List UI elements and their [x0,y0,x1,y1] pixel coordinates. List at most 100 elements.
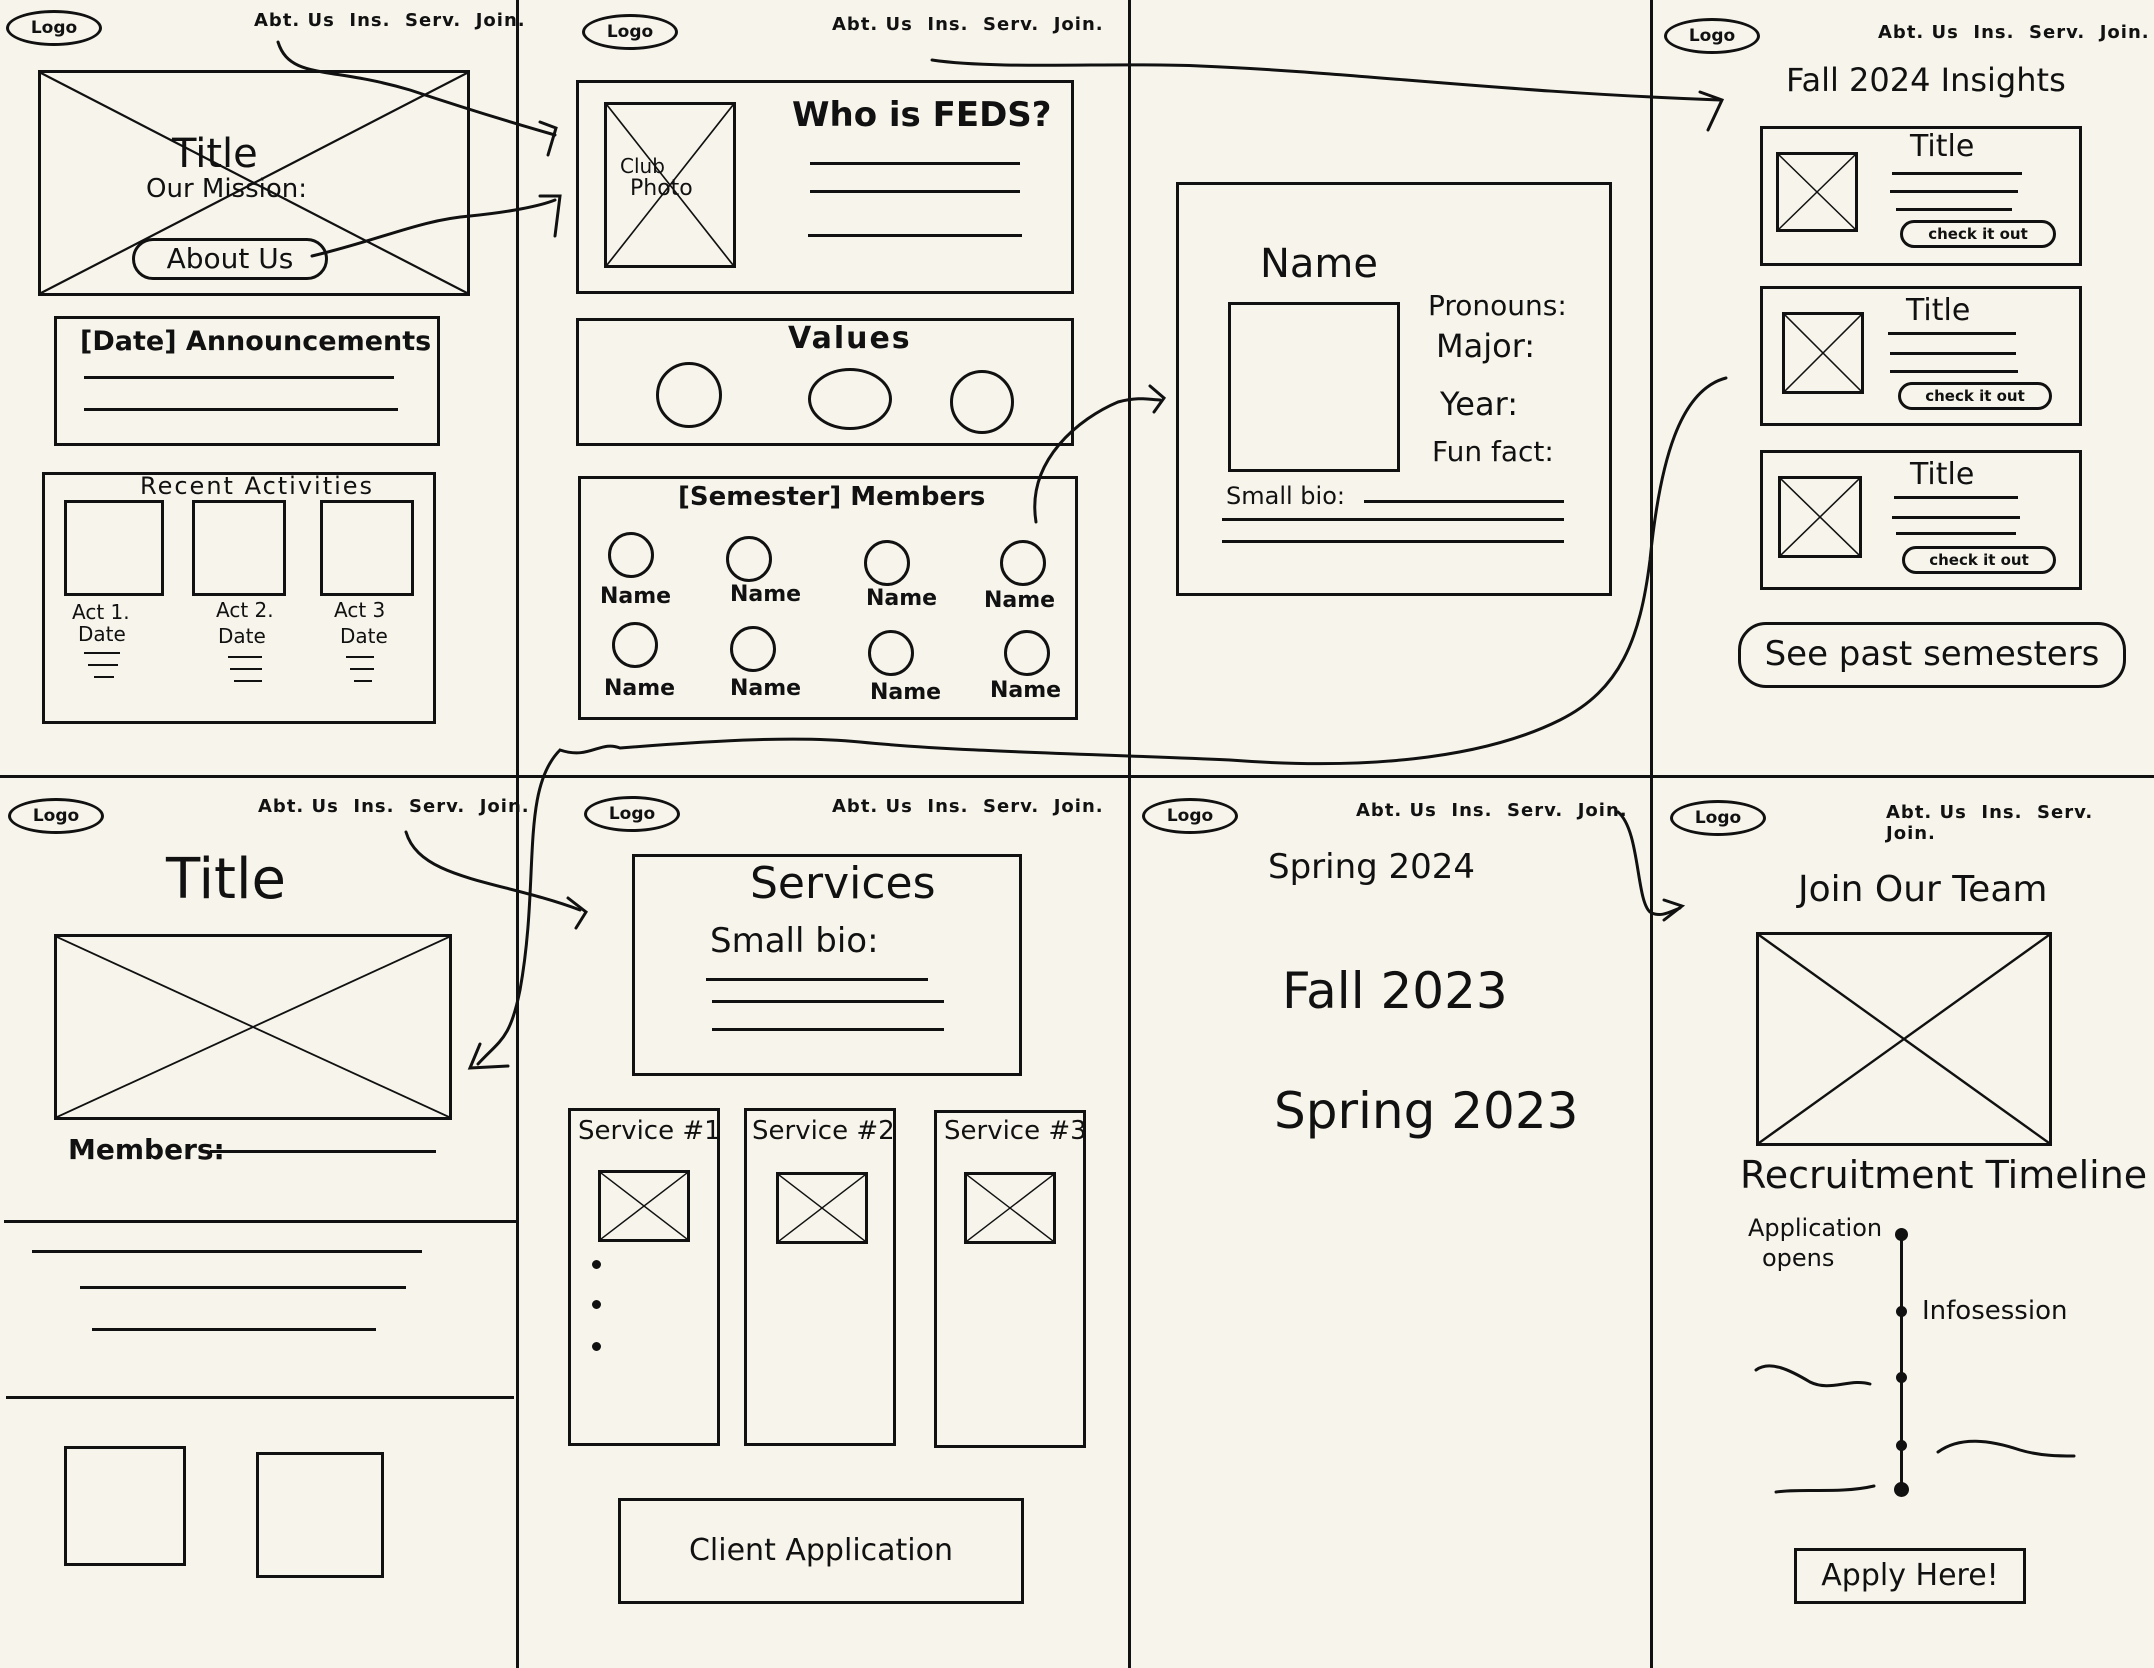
client-application-button[interactable]: Client Application [618,1498,1024,1604]
text-line [230,668,262,670]
nav-about-link[interactable]: Abt. Us [1886,802,1967,823]
placeholder-cross-icon [967,1175,1053,1241]
text-line [1894,496,2018,499]
nav-services-link[interactable]: Serv. [405,10,462,31]
text-line [346,656,374,658]
member-name: Name [600,584,672,609]
nav-insights-link[interactable]: Ins. [1973,22,2015,43]
nav-services-link[interactable]: Serv. [983,14,1040,35]
values-heading: Values [788,321,912,356]
nav-join-link[interactable]: Join. [475,10,526,31]
logo[interactable]: Logo [1142,798,1238,834]
nav-insights-link[interactable]: Ins. [353,796,395,817]
services-bio-label: Small bio: [710,921,879,961]
member-name: Name [730,676,802,701]
nav-services-link[interactable]: Serv. [983,796,1040,817]
logo[interactable]: Logo [8,798,104,834]
service-column-title: Service #3 [944,1116,1087,1146]
service-column-title: Service #1 [578,1116,721,1146]
insight-card [1760,450,2082,590]
grid-divider-vertical-3 [1650,0,1653,1668]
see-past-semesters-button[interactable]: See past semesters [1738,622,2126,688]
member-avatar[interactable] [730,626,776,672]
nav-about-link[interactable]: Abt. Us [832,14,913,35]
nav-about-link[interactable]: Abt. Us [254,10,335,31]
club-photo-placeholder [604,102,736,268]
text-line [810,190,1020,193]
member-avatar[interactable] [612,622,658,668]
logo[interactable]: Logo [1664,18,1760,54]
project-title: Title [166,847,287,912]
logo[interactable]: Logo [6,10,102,46]
member-name: Name [990,678,1062,703]
semester-link[interactable]: Fall 2023 [1282,962,1508,1020]
about-us-button[interactable]: About Us [132,238,328,280]
service-image [776,1172,868,1244]
service-column[interactable] [568,1108,720,1446]
text-line [1896,532,2016,535]
join-heading: Join Our Team [1798,869,2048,910]
placeholder-cross-icon [607,105,733,265]
nav-join-link[interactable]: Join. [2099,22,2150,43]
member-avatar[interactable] [726,536,772,582]
check-it-out-button[interactable]: check it out [1902,546,2056,574]
member-avatar[interactable] [864,540,910,586]
nav-insights-link[interactable]: Ins. [1981,802,2023,823]
service-column[interactable] [744,1108,896,1446]
nav-join-link[interactable]: Join. [1053,14,1104,35]
nav-services-link[interactable]: Serv. [409,796,466,817]
grid-divider-vertical-2 [1128,0,1131,1668]
text-line [1890,190,2018,193]
check-it-out-button[interactable]: check it out [1898,382,2052,410]
member-avatar[interactable] [1004,630,1050,676]
nav-about-link[interactable]: Abt. Us [832,796,913,817]
service-column[interactable] [934,1110,1086,1448]
nav-insights-link[interactable]: Ins. [927,14,969,35]
members-heading: [Semester] Members [678,482,986,512]
timeline-node [1896,1440,1907,1451]
nav-services-link[interactable]: Serv. [1507,800,1564,821]
apply-here-button[interactable]: Apply Here! [1794,1548,2026,1604]
nav-services-link[interactable]: Serv. [2037,802,2094,823]
nav-join-link[interactable]: Join. [1577,800,1628,821]
nav-services-link[interactable]: Serv. [2029,22,2086,43]
nav-insights-link[interactable]: Ins. [349,10,391,31]
logo[interactable]: Logo [584,796,680,832]
activity-name: Act 2. [216,598,274,622]
text-line [1892,172,2022,175]
pronouns-label: Pronouns: [1428,289,1567,322]
check-it-out-button[interactable]: check it out [1900,220,2056,248]
placeholder-cross-icon [57,937,449,1117]
activity-image[interactable] [320,500,414,596]
member-avatar[interactable] [1000,540,1046,586]
semester-link[interactable]: Spring 2023 [1274,1082,1579,1140]
text-line [712,1000,944,1003]
nav-insights-link[interactable]: Ins. [1451,800,1493,821]
activity-image[interactable] [64,500,164,596]
nav-about-link[interactable]: Abt. Us [1356,800,1437,821]
logo[interactable]: Logo [582,14,678,50]
timeline-application-opens: Application [1748,1214,1883,1242]
logo[interactable]: Logo [1670,800,1766,836]
member-avatar[interactable] [608,532,654,578]
activity-image[interactable] [192,500,286,596]
top-nav: Abt. Us Ins. Serv. Join. [1886,802,2154,844]
nav-join-link[interactable]: Join. [1053,796,1104,817]
top-nav: Abt. Us Ins. Serv. Join. [258,796,530,817]
arrow-head [1662,898,1686,922]
nav-join-link[interactable]: Join. [1886,823,1936,844]
nav-insights-link[interactable]: Ins. [927,796,969,817]
text-line [712,1028,944,1031]
hero-title: Title [172,131,258,177]
nav-about-link[interactable]: Abt. Us [1878,22,1959,43]
semester-link[interactable]: Spring 2024 [1268,847,1476,887]
timeline-node [1894,1482,1909,1497]
nav-about-link[interactable]: Abt. Us [258,796,339,817]
nav-join-link[interactable]: Join. [479,796,530,817]
member-avatar[interactable] [868,630,914,676]
fun-fact-label: Fun fact: [1432,435,1554,468]
services-heading: Services [750,858,936,909]
arrow-head [1698,90,1725,132]
announcements-box [54,316,440,446]
member-name: Name [984,588,1056,613]
